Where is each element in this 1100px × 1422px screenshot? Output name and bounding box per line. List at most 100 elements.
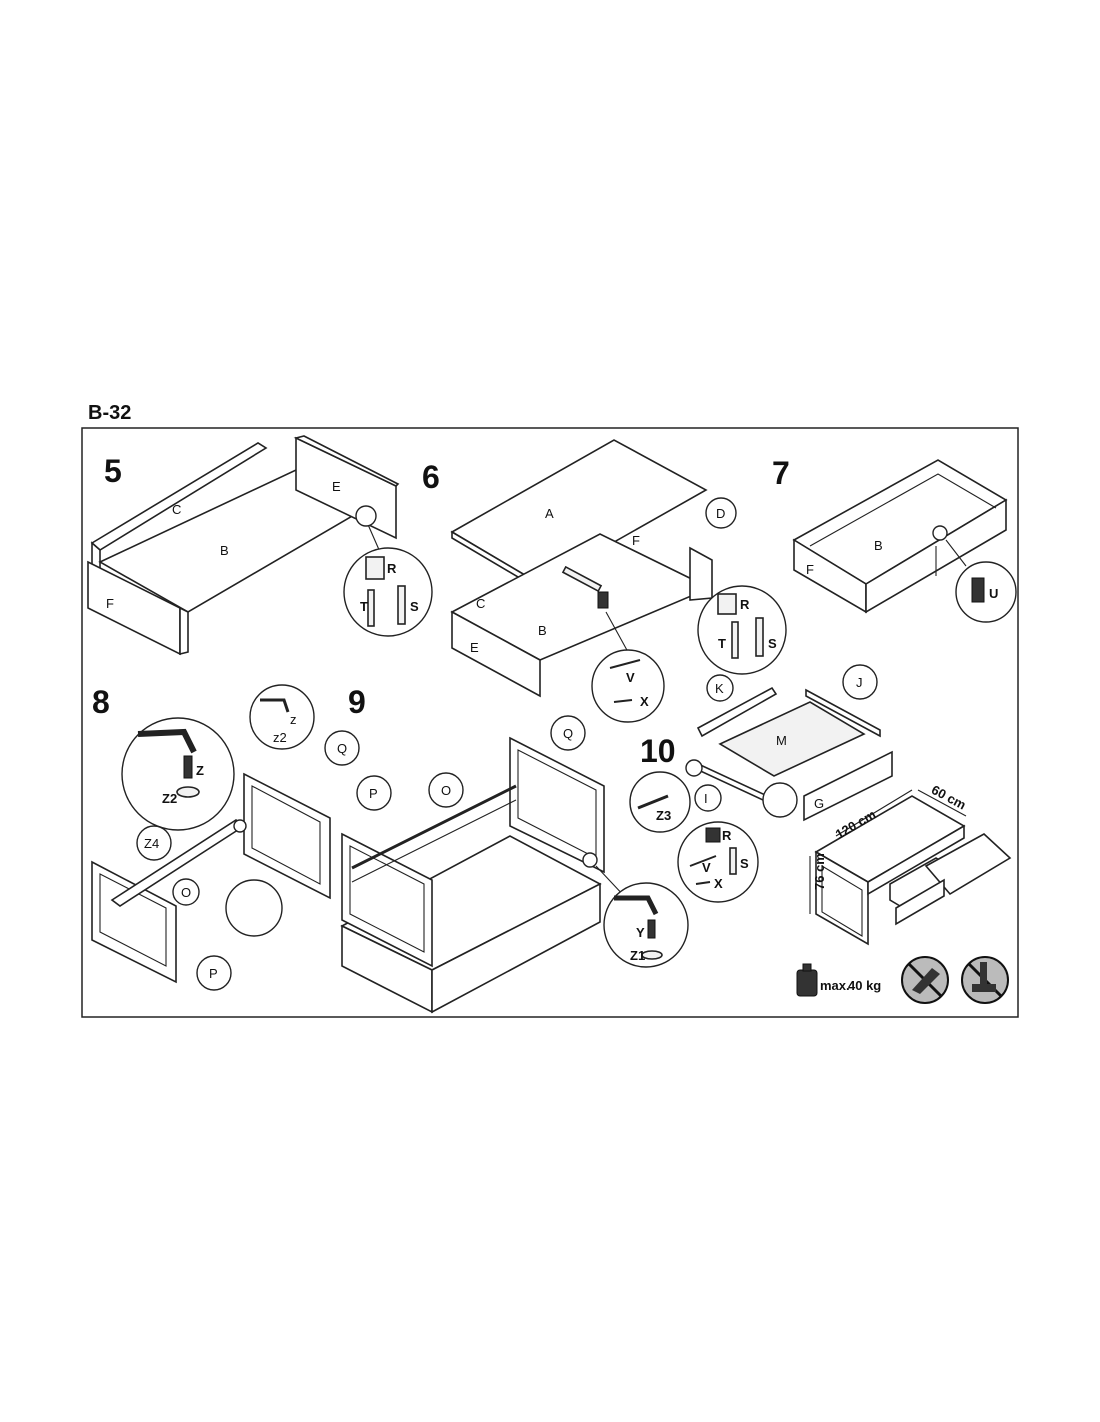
drawer-side-k [696,686,778,738]
part-label-k: K [715,681,724,696]
rail-o-bottom [351,799,517,883]
part-label-m: M [776,733,787,748]
step-7-number: 7 [772,455,790,491]
part-label-j: J [856,675,863,690]
drawer-runner [561,565,603,593]
screw-v-icon [609,659,641,669]
warning-icons [901,956,1009,1004]
hex-key-icon-2 [614,895,659,916]
panel-e-top [293,435,400,487]
screw-x-icon [613,699,633,703]
bolt-marker [233,819,247,833]
step-6-number: 6 [422,459,440,495]
fitting-label-t2: T [718,636,726,651]
part-label-o: O [181,885,191,900]
runner-end-marker [685,759,703,777]
dim-depth: 60 cm [929,782,969,813]
fitting-label-z2: Z2 [162,791,177,806]
weight-handle-icon [802,963,812,972]
screw-u-callout [955,561,1017,623]
part-label-q: Q [337,741,347,756]
load-max-label: max. [820,978,850,993]
part-tag-q [324,730,360,766]
cam-bolt-icon-2 [755,617,764,657]
dim-height: 76 cm [812,853,827,890]
hex-key-icon [137,728,197,754]
leg-frame-q-inner [251,785,321,885]
step-9-number: 9 [348,684,366,720]
part-label-b3: B [874,538,883,553]
rail-o-top [351,784,517,870]
desk-front-edge [867,824,965,896]
fitting-label-x: X [640,694,649,709]
model-title: B-32 [88,402,132,424]
dowel-icon-2 [731,621,739,659]
runner-fitting [597,591,609,609]
screw-z3-callout [629,771,691,833]
part-tag-o [172,878,200,906]
fitting-label-t: T [360,599,368,614]
leg-frame-q [243,772,331,900]
step-9: 9 Q P O Y Z1 [340,684,689,1014]
part-label-b2: B [538,623,547,638]
fitting-label-u: U [989,586,998,601]
warning-marker [932,525,948,541]
drawer-side-j [805,688,881,738]
fitting-label-z2-small: z2 [273,730,287,745]
step-6: 6 A C B E F D R T S V X [422,439,787,723]
fitting-label-z-small: z [290,712,297,727]
drawer-bottom-m [718,701,866,777]
step-5: 5 C B E F R T S [87,435,433,656]
part-label-f3: F [806,562,814,577]
washer-icon [176,786,200,798]
desk-left-frame-inner [821,865,863,937]
finished-desk: 120 cm 60 cm 76 cm [809,782,1012,946]
hex-key-callout [121,717,235,831]
part-tag-d [705,497,737,529]
frame-p-inner [349,845,425,953]
part-label-o2: O [441,783,451,798]
detail-marker [355,505,377,527]
part-tag-q2 [550,715,586,751]
screw-u-icon [971,577,985,603]
cam-bolt-icon-3 [729,847,737,875]
part-tag-o2 [428,772,464,808]
fitting-label-r3: R [722,828,732,843]
part-tag-p [196,955,232,991]
carcass-side-f [689,546,713,601]
load-info: max. 40 kg [796,963,881,997]
fitting-label-s: S [410,599,419,614]
cam-lock-icon-2 [717,593,737,615]
drawer-front-g [803,750,893,822]
fitting-label-x2: X [714,876,723,891]
part-label-f2: F [632,533,640,548]
bolt-marker-2 [582,852,598,868]
step-5-number: 5 [104,453,122,489]
cam-lock-icon [365,556,385,580]
part-label-q2: Q [563,726,573,741]
dim-line-width [835,789,913,837]
screws-callout [591,649,665,723]
washer-icon-2 [641,950,663,960]
part-label-p2: P [369,786,378,801]
runner-detail-marker [762,782,798,818]
fitting-label-r: R [387,561,397,576]
fitting-label-s3: S [740,856,749,871]
fitting-label-y: Y [636,925,645,940]
fitting-label-v: V [626,670,635,685]
part-tag-k [706,674,734,702]
step-8: 8 Z Z2 z z2 Q Z4 O P [91,684,360,991]
dim-line-depth [917,789,967,817]
inner-edge [809,473,997,547]
part-label-z4: Z4 [144,836,159,851]
bolt-z-icon [183,755,193,779]
open-drawer-front [895,878,945,926]
fitting-label-s2: S [768,636,777,651]
cam-bolt-icon [397,585,406,625]
part-tag-z4 [136,825,172,861]
desk-left-frame [815,850,869,946]
part-tag-p2 [356,775,392,811]
frame-p [341,832,433,968]
step-8-number: 8 [92,684,110,720]
